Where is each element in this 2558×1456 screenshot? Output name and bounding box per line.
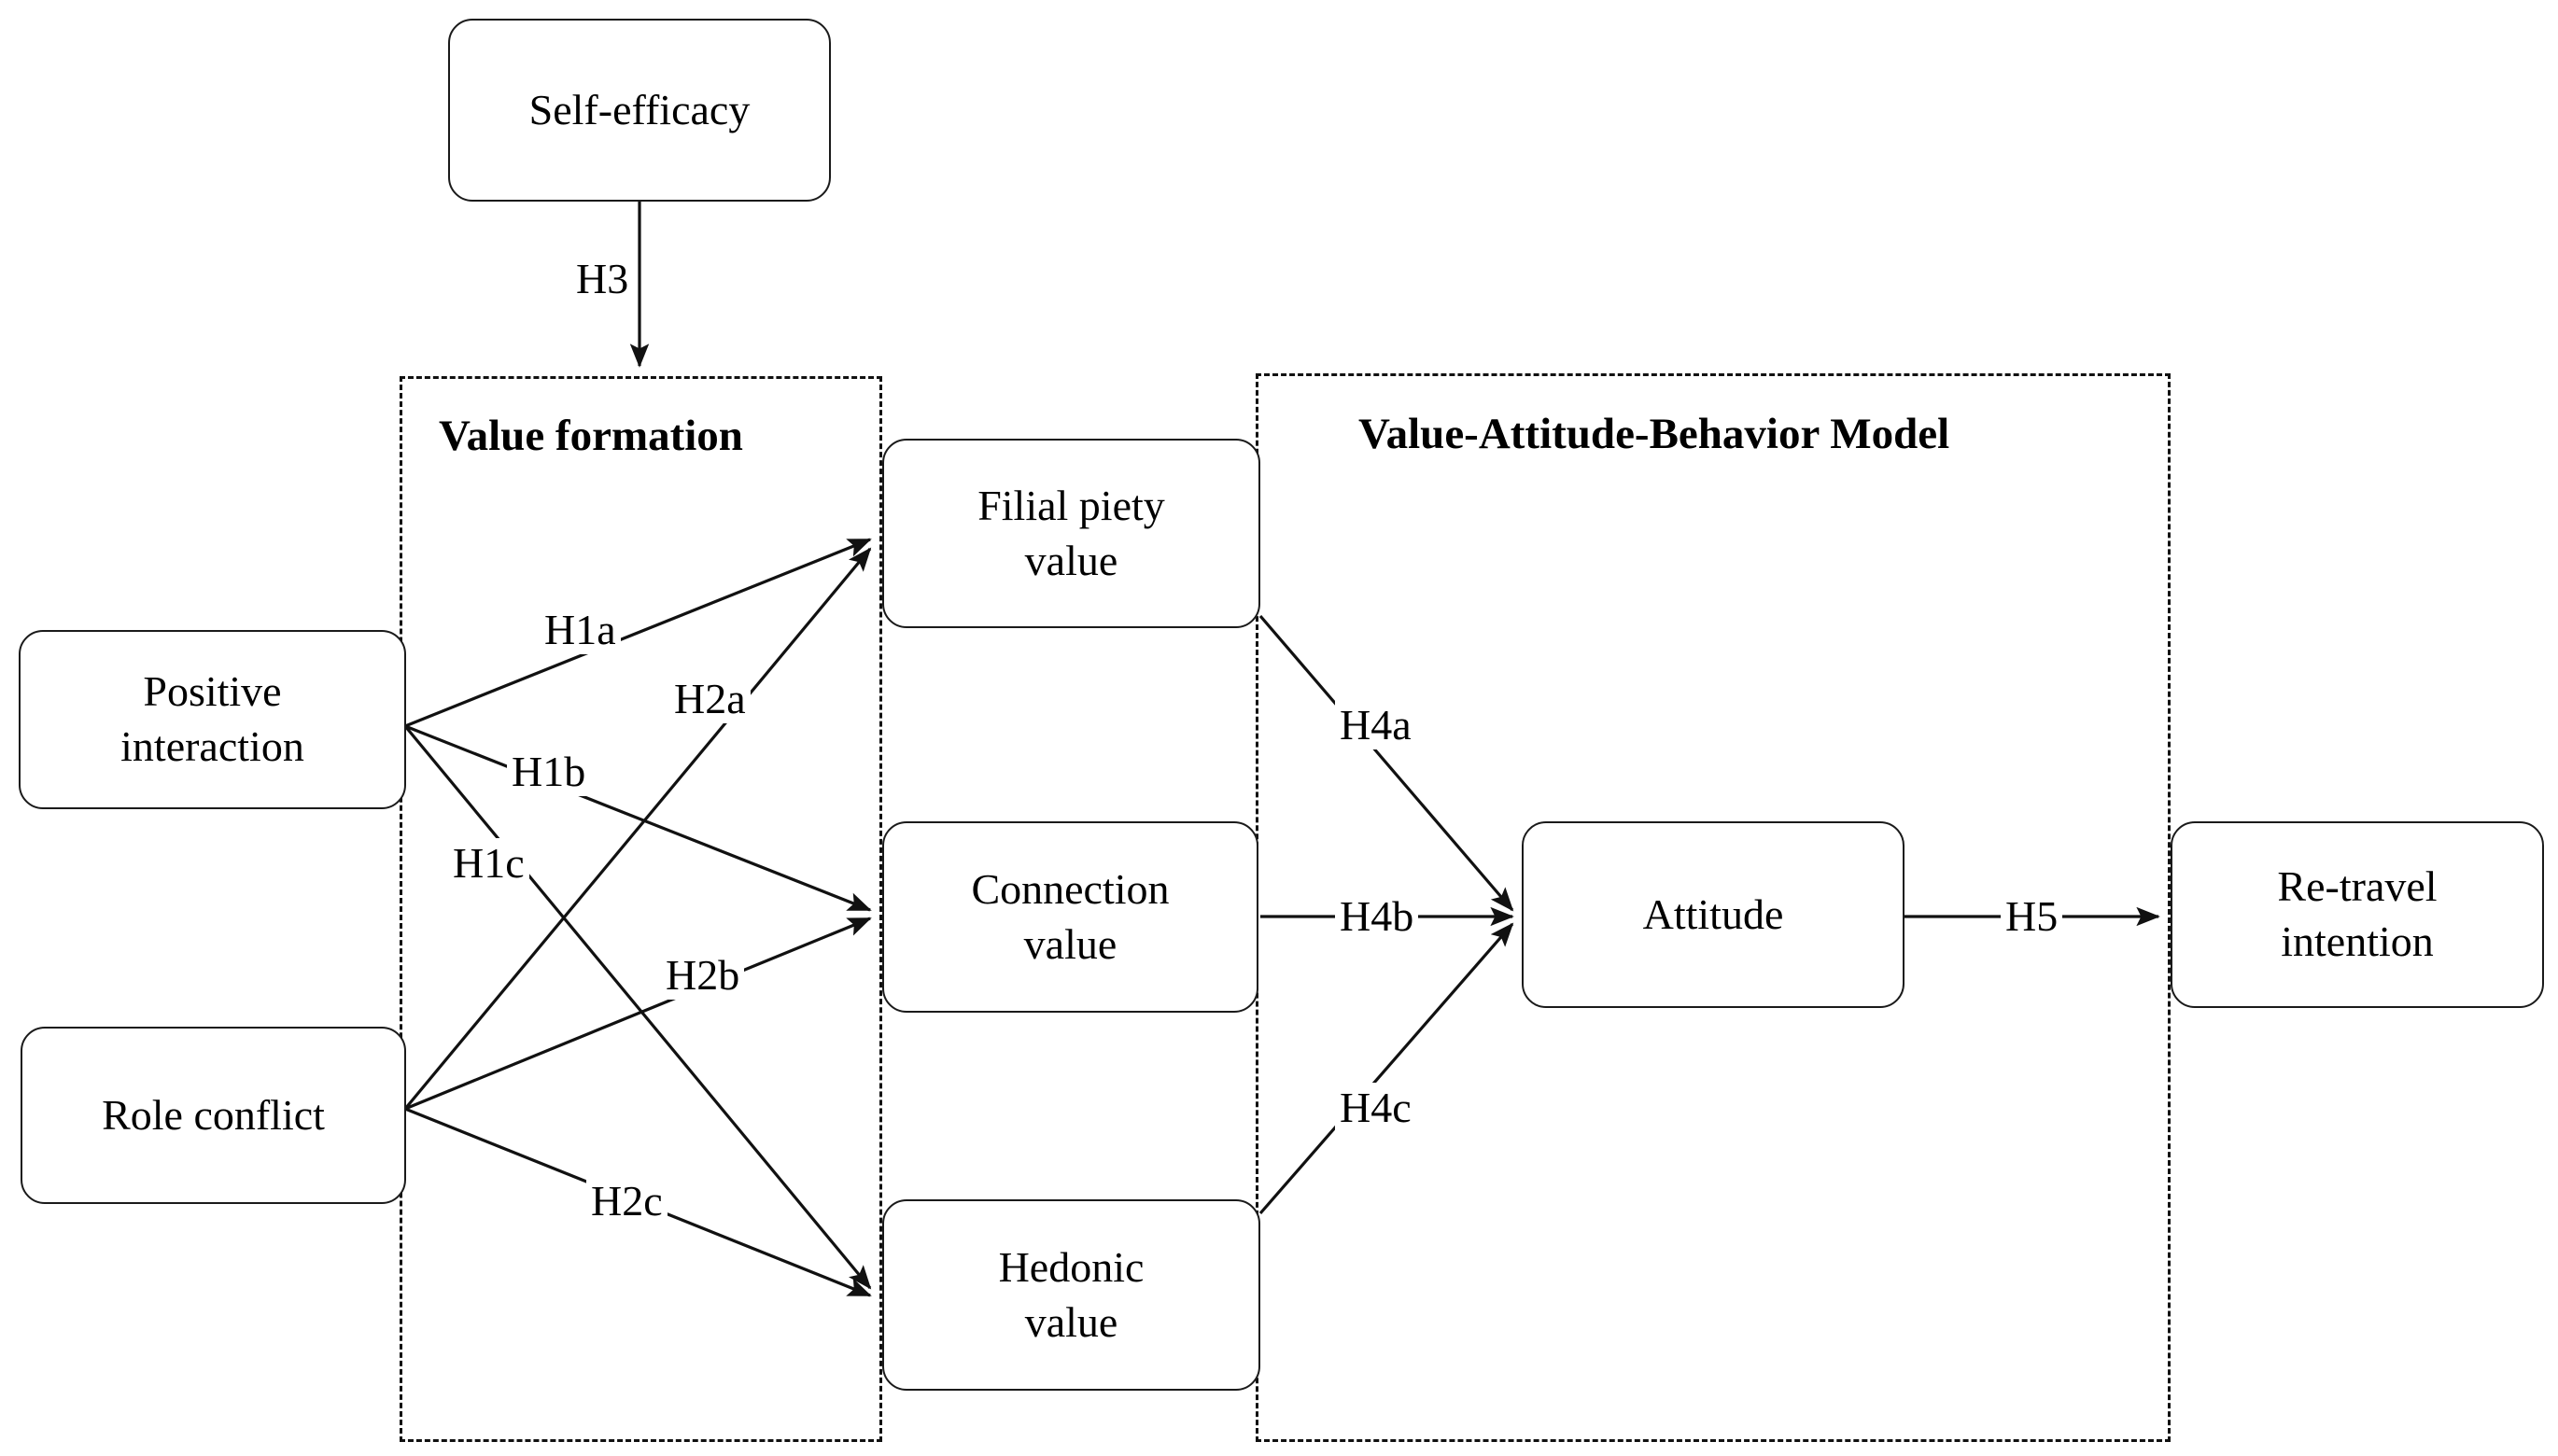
edge-label-h2c: H2c xyxy=(586,1176,668,1225)
group-title-vab-model: Value-Attitude-Behavior Model xyxy=(1358,410,1950,458)
group-box-value-formation xyxy=(400,376,882,1442)
edge-label-h1a: H1a xyxy=(540,605,621,654)
node-self-efficacy[interactable]: Self-efficacy xyxy=(448,19,831,202)
edge-label-h1b: H1b xyxy=(507,747,591,796)
edge-label-h4b: H4b xyxy=(1335,891,1419,941)
edge-label-h1c: H1c xyxy=(448,838,529,888)
edge-label-h2b: H2b xyxy=(661,950,745,1000)
edge-label-h4a: H4a xyxy=(1335,700,1416,749)
node-label: Attitude xyxy=(1642,889,1784,938)
edge-label-h2a: H2a xyxy=(669,674,751,723)
edge-label-h4c: H4c xyxy=(1335,1083,1416,1132)
group-title-value-formation: Value formation xyxy=(439,412,743,460)
node-label: Self-efficacy xyxy=(528,85,751,133)
node-attitude[interactable]: Attitude xyxy=(1522,821,1904,1008)
node-label: Role conflict xyxy=(102,1090,325,1139)
edge-label-h5: H5 xyxy=(2001,891,2063,941)
edge-label-h3: H3 xyxy=(571,254,634,303)
node-role-conflict[interactable]: Role conflict xyxy=(21,1027,406,1204)
